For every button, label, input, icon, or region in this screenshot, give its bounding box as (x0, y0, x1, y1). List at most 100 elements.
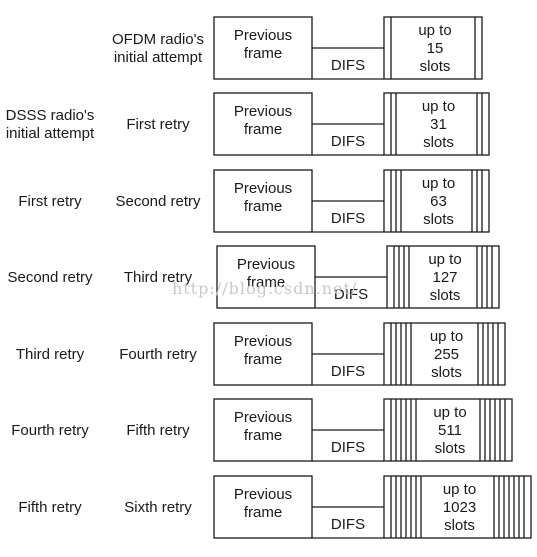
contention-window-label-line: 255 (434, 346, 459, 363)
ofdm-label: Second retry (115, 193, 201, 210)
ofdm-label-line: Sixth retry (124, 499, 192, 516)
difs-label: DIFS (331, 57, 365, 74)
dsss-label-line: Fourth retry (11, 422, 89, 439)
previous-frame-label-line: Previous (234, 180, 292, 197)
contention-window-label-line: 511 (438, 422, 462, 439)
ofdm-label-line: Second retry (115, 193, 201, 210)
contention-window-label-line: up to (418, 22, 451, 39)
difs-label: DIFS (331, 439, 365, 456)
dsss-label-line: Second retry (7, 269, 93, 286)
difs-label: DIFS (331, 210, 365, 227)
dsss-label: Fourth retry (11, 422, 89, 439)
dsss-label: First retry (18, 193, 82, 210)
previous-frame-label-line: Previous (234, 103, 292, 120)
contention-window-label-line: up to (443, 481, 476, 498)
ofdm-label: Fourth retry (119, 346, 197, 363)
previous-frame-box (213, 322, 313, 386)
ofdm-label: Fifth retry (126, 422, 190, 439)
ofdm-label-line: initial attempt (114, 49, 203, 66)
contention-window-label-line: slots (423, 211, 454, 228)
contention-window-label-line: slots (430, 287, 461, 304)
previous-frame-label-line: frame (244, 198, 282, 215)
contention-window-label-line: up to (433, 404, 466, 421)
watermark: http://blog.csdn.net/ (172, 279, 357, 298)
contention-window-label-line: up to (430, 328, 463, 345)
difs-label: DIFS (331, 363, 365, 380)
previous-frame-box (216, 245, 316, 309)
previous-frame-label-line: frame (244, 45, 282, 62)
dsss-label: Second retry (7, 269, 93, 286)
contention-window-label-line: slots (435, 440, 466, 457)
previous-frame-label-line: Previous (234, 333, 292, 350)
previous-frame-box (213, 398, 313, 462)
contention-window-label-line: 1023 (443, 499, 476, 516)
ofdm-label: Sixth retry (124, 499, 192, 516)
dsss-label-line: Fifth retry (18, 499, 82, 516)
contention-window-label-line: 15 (427, 40, 444, 57)
dsss-label-line: initial attempt (6, 125, 95, 142)
previous-frame-label-line: frame (244, 427, 282, 444)
ofdm-label-line: Fourth retry (119, 346, 197, 363)
contention-window-label-line: 31 (430, 116, 447, 133)
ofdm-label-line: First retry (126, 116, 190, 133)
contention-window-label-line: slots (444, 517, 475, 534)
previous-frame-label-line: frame (244, 351, 282, 368)
previous-frame-label-line: frame (247, 274, 285, 291)
dsss-label: Fifth retry (18, 499, 82, 516)
ofdm-label: Third retry (124, 269, 193, 286)
previous-frame-box (213, 16, 313, 80)
contention-window-label-line: slots (420, 58, 451, 75)
contention-window-box (383, 16, 483, 80)
contention-window-box (383, 322, 506, 386)
contention-window-label-line: slots (423, 134, 454, 151)
previous-frame-label-line: Previous (234, 486, 292, 503)
ofdm-label-line: Third retry (124, 269, 193, 286)
contention-window-box (383, 475, 532, 539)
dsss-label-line: First retry (18, 193, 82, 210)
previous-frame-label-line: frame (244, 121, 282, 138)
difs-label: DIFS (334, 286, 368, 303)
contention-window-box (386, 245, 500, 309)
ofdm-label-line: OFDM radio's (112, 31, 204, 48)
previous-frame-label-line: Previous (237, 256, 295, 273)
difs-label: DIFS (331, 516, 365, 533)
contention-window-label-line: slots (431, 364, 462, 381)
dsss-label-line: Third retry (16, 346, 85, 363)
previous-frame-label-line: Previous (234, 27, 292, 44)
contention-window-label-line: up to (428, 251, 461, 268)
contention-window-box (383, 92, 490, 156)
dsss-label-line: DSSS radio's (6, 107, 95, 124)
ofdm-label: First retry (126, 116, 190, 133)
previous-frame-label-line: Previous (234, 409, 292, 426)
previous-frame-label-line: frame (244, 504, 282, 521)
ofdm-label-line: Fifth retry (126, 422, 190, 439)
dsss-label: Third retry (16, 346, 85, 363)
contention-window-label-line: 127 (432, 269, 457, 286)
contention-window-label-line: up to (422, 98, 455, 115)
contention-window-label-line: up to (422, 175, 455, 192)
